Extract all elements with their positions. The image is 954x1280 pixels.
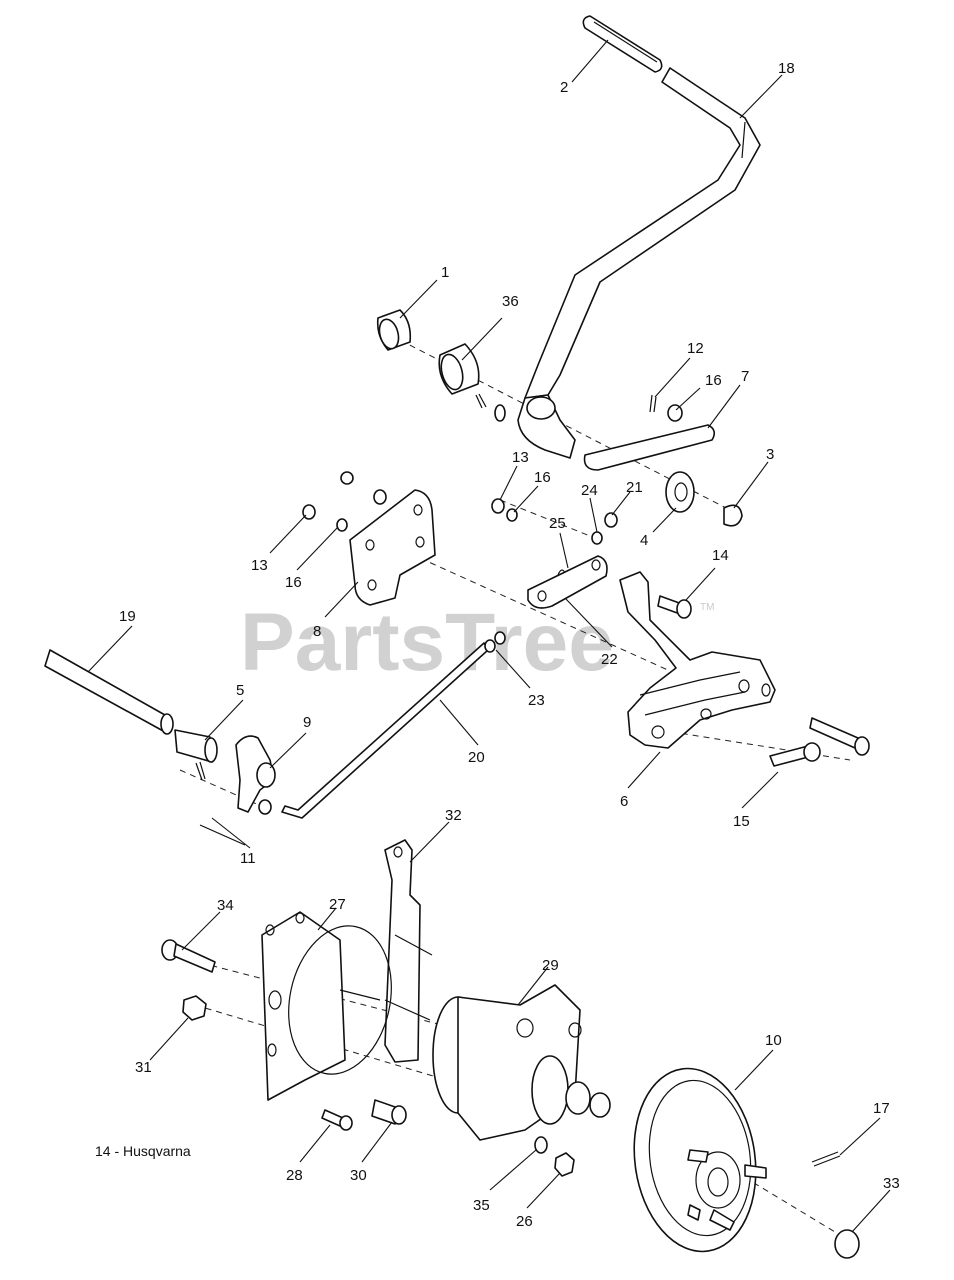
callout-20[interactable]: 20	[468, 749, 485, 766]
callout-31[interactable]: 31	[135, 1059, 152, 1076]
part-nut-upper-b[interactable]	[373, 489, 387, 505]
callout-25[interactable]: 25	[549, 515, 566, 532]
callout-13-left[interactable]: 13	[251, 557, 268, 574]
callout-18[interactable]: 18	[778, 60, 795, 77]
part-washer-lever[interactable]	[258, 799, 272, 815]
callout-16-upper[interactable]: 16	[705, 372, 722, 389]
part-11-pin[interactable]	[199, 824, 246, 846]
part-23-nut-a[interactable]	[484, 639, 496, 653]
callout-36[interactable]: 36	[502, 293, 519, 310]
part-31-nut[interactable]	[182, 995, 207, 1021]
part-29-wheel-motor[interactable]	[432, 984, 611, 1141]
callout-16-left[interactable]: 16	[285, 574, 302, 591]
watermark-text: PartsTree	[240, 597, 614, 688]
part-26-nut[interactable]	[554, 1152, 575, 1177]
callout-5[interactable]: 5	[236, 682, 244, 699]
part-15-bolt-lower[interactable]	[769, 742, 821, 767]
callout-29[interactable]: 29	[542, 957, 559, 974]
part-nut-upper-a[interactable]	[340, 471, 354, 485]
part-33-washer[interactable]	[834, 1229, 860, 1259]
part-19-shaft[interactable]	[44, 649, 174, 735]
leader-lines	[87, 39, 891, 1233]
callout-32[interactable]: 32	[445, 807, 462, 824]
part-8-plate[interactable]	[349, 489, 436, 606]
part-1-bushing[interactable]	[376, 309, 412, 351]
part-23-nut-b[interactable]	[494, 631, 506, 645]
part-22-bracket[interactable]	[527, 555, 608, 609]
callout-6[interactable]: 6	[620, 793, 628, 810]
callout-24[interactable]: 24	[581, 482, 598, 499]
part-16-washer-upper[interactable]	[667, 404, 683, 422]
part-32-bracket[interactable]	[384, 839, 421, 1063]
callout-19[interactable]: 19	[119, 608, 136, 625]
part-4-washer[interactable]	[665, 471, 695, 513]
callout-9[interactable]: 9	[303, 714, 311, 731]
callout-2[interactable]: 2	[560, 79, 568, 96]
callout-16-mid[interactable]: 16	[534, 469, 551, 486]
callout-8[interactable]: 8	[313, 623, 321, 640]
callout-22[interactable]: 22	[601, 651, 618, 668]
part-34-bolt[interactable]	[161, 939, 216, 973]
callout-1[interactable]: 1	[441, 264, 449, 281]
part-pin-small[interactable]	[475, 393, 506, 422]
part-17-cotter-pin[interactable]	[811, 1151, 841, 1167]
part-2-grip[interactable]	[582, 15, 663, 73]
callout-10[interactable]: 10	[765, 1032, 782, 1049]
part-9-lever[interactable]	[235, 735, 276, 813]
callout-26[interactable]: 26	[516, 1213, 533, 1230]
part-30-bolt[interactable]	[371, 1099, 407, 1125]
callout-3[interactable]: 3	[766, 446, 774, 463]
callout-33[interactable]: 33	[883, 1175, 900, 1192]
part-27-adapter-plate[interactable]	[261, 911, 405, 1101]
part-6-caliper-assembly[interactable]	[619, 571, 776, 749]
part-7-rod[interactable]	[583, 424, 716, 471]
part-16-washer-left[interactable]	[336, 518, 348, 532]
callout-27[interactable]: 27	[329, 896, 346, 913]
part-21-nut[interactable]	[604, 512, 618, 528]
callout-30[interactable]: 30	[350, 1167, 367, 1184]
part-14-bolt[interactable]	[657, 595, 692, 619]
callout-28[interactable]: 28	[286, 1167, 303, 1184]
callout-14[interactable]: 14	[712, 547, 729, 564]
callout-4[interactable]: 4	[640, 532, 648, 549]
callout-13-mid[interactable]: 13	[512, 449, 529, 466]
part-18-pedal-arm[interactable]	[517, 67, 761, 459]
part-10-brake-disc-hub[interactable]	[623, 1061, 767, 1260]
part-35-washer[interactable]	[534, 1136, 548, 1154]
callout-21[interactable]: 21	[626, 479, 643, 496]
part-15-bolt-upper[interactable]	[809, 717, 870, 756]
callout-11[interactable]: 11	[240, 850, 256, 867]
callout-35[interactable]: 35	[473, 1197, 490, 1214]
part-24-washer[interactable]	[591, 531, 603, 545]
watermark-tm: TM	[700, 602, 714, 613]
part-5-bushing[interactable]	[174, 729, 218, 763]
part-3-e-clip[interactable]	[723, 504, 743, 527]
part-28-bolt[interactable]	[321, 1109, 353, 1131]
part-20-rod[interactable]	[281, 642, 489, 819]
brand-note: 14 - Husqvarna	[95, 1143, 191, 1159]
part-pin-lever[interactable]	[195, 761, 206, 781]
callout-12[interactable]: 12	[687, 340, 704, 357]
part-12-cotter-pin[interactable]	[649, 394, 657, 413]
part-studs	[339, 934, 433, 1021]
callout-34[interactable]: 34	[217, 897, 234, 914]
callout-23[interactable]: 23	[528, 692, 545, 709]
callout-17[interactable]: 17	[873, 1100, 890, 1117]
part-13-nut-mid[interactable]	[491, 498, 505, 514]
part-36-bushing[interactable]	[438, 343, 480, 395]
callout-15[interactable]: 15	[733, 813, 750, 830]
callouts: 2 18 1 36 12 16 7 3 4 13 16 24 21 25 14 …	[119, 60, 900, 1230]
callout-7[interactable]: 7	[741, 368, 749, 385]
